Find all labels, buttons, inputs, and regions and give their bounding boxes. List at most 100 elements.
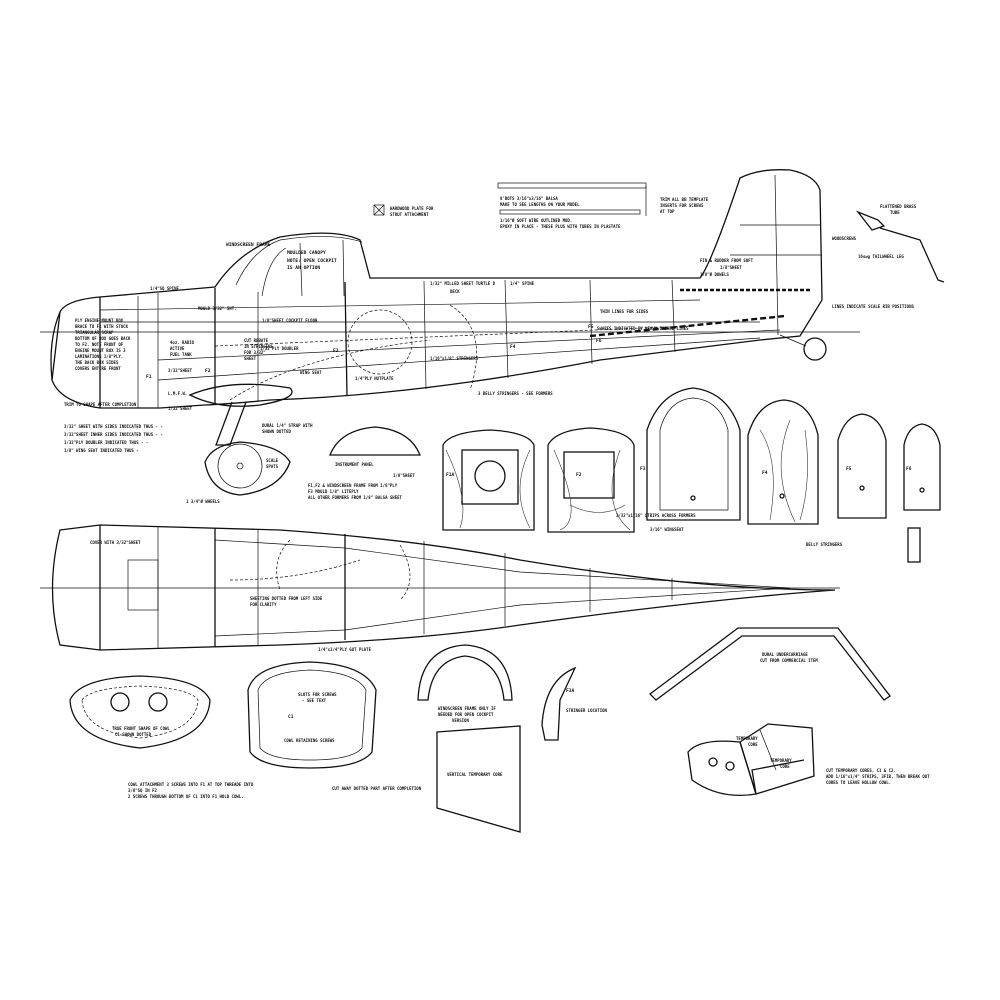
cowl-attach-note-3: 2 SCREWS THROUGH BOTTOM OF C1 INTO F1 HO… (128, 794, 244, 799)
ply-mount-note-9: COVERS ENTIRE FRONT (75, 366, 121, 371)
hardwood-plate-label: HARDWOOD PLATE FOR (390, 206, 434, 211)
temp-core-label-4: CORE (780, 764, 790, 769)
f1-side-label: F1 (146, 374, 152, 380)
cut-cores-note-1: CUT TEMPORARY CORES, C1 & C2. (826, 768, 896, 773)
flattened-brass-label-2: TUBE (890, 210, 900, 215)
cockpit-floor-label: 1/8"SHEET COCKPIT FLOOR (262, 318, 318, 323)
template-note-2: INSERTS FOR SCREWS (660, 203, 704, 208)
flattened-brass-label: FLATTENED BRASS (880, 204, 917, 209)
temp-core-label-2: CORE (748, 742, 758, 747)
radio-note-3: FUEL TANK (170, 352, 192, 357)
instrument-panel-label: INSTRUMENT PANEL (335, 462, 374, 467)
ply-mount-note-2: BRACE TO F1 WITH STOCK (75, 324, 129, 329)
tailwheel-label: 16swg TAILWHEEL LEG (858, 254, 904, 259)
balsa-strips-detail: 8'BOTS 3/16"x3/16" BALSA MAKE TO SEE LEN… (497, 182, 709, 229)
former-f1a: F1A (442, 429, 535, 531)
ply-doubler-label: 1/32"PLY DOUBLER (260, 346, 299, 351)
f6-label: F6 (906, 466, 912, 472)
slots-screws-label-2: - SEE TEXT (302, 698, 327, 703)
instrument-panel: INSTRUMENT PANEL 1/8"SHEET F1,F2 & WINDS… (308, 426, 421, 500)
fuselage-top-view: COVER WITH 3/32"SHEET SHEETING DOTTED FR… (40, 524, 840, 652)
f2-side-label: F2 (205, 368, 211, 374)
sheet-316-label: 1/8"SHEET (393, 473, 415, 478)
balsa-strips-label-2: MAKE TO SEE LENGTHS ON YOUR MODEL (500, 202, 580, 207)
dural-undercarriage: DURAL UNDERCARRIAGE CUT FROM COMMERCIAL … (649, 627, 891, 701)
scale-spats-label: SCALE (266, 458, 279, 463)
dural-strap-label-2: SHOWN DOTTED (262, 429, 291, 434)
cut-cores-note-2: ADD 1/16"x1/4" STRIPS, 3FIB, THEN BREAK … (826, 774, 930, 779)
ply-gut-plate-label: 1/4"x1/4"PLY GUT PLATE (318, 647, 372, 652)
soft-wire-label: 1/16"Ø SOFT WIRE OUTLINED MOD. (500, 218, 572, 223)
cut-rebate-note-4: SHEET (244, 356, 257, 361)
f3-side-label: F3 (333, 348, 339, 354)
cowl-attach-note-1: COWL ATTACHMENT 3 SCREWS INTO F1 AT TOP … (128, 782, 254, 787)
former-f6: F6 (903, 423, 941, 563)
fuselage-side-view: WINDSCREEN FRAME MOULDED CANOPY NOTE: OP… (40, 169, 914, 411)
cut-rebate-note: CUT REBATE (244, 338, 269, 343)
ply-mount-note-3: TRIANGULAR SCRAP (75, 330, 114, 335)
vertical-temp-core-label: VERTICAL TEMPORARY CORE (447, 772, 503, 777)
legend-line-1: 3/32" SHEET WITH SIDES INDICATED THUS - … (64, 424, 163, 429)
shelf-label: MOULD 3/32" SHT. (198, 306, 237, 311)
cut-rebate-note-2: IN STRINGERS (244, 344, 273, 349)
grain-strips-label: 3/32"x1/16" STRIPS ACROSS FORMERS (616, 513, 696, 518)
tailwheel-leg-detail: FLATTENED BRASS TUBE WOODSCREWS 16swg TA… (832, 204, 945, 283)
windscreen-only-label: WINDSCREEN FRAME ONLY IF (438, 706, 496, 711)
milled-sheet-label: 1/32" MILLED SHEET TURTLE D (430, 281, 496, 286)
moulded-canopy-label-2: NOTE: OPEN COCKPIT (287, 258, 337, 264)
sheeting-dotted-label: SHEETING DOTTED FROM LEFT SIDE (250, 596, 323, 601)
dowels-label: 1/8"Ø DOWELS (700, 272, 729, 277)
temporary-cores-assembly: TEMPORARY CORE TEMPORARY CORE CUT TEMPOR… (687, 723, 930, 797)
stringer-location-detail: F3A STRINGER LOCATION (541, 666, 608, 741)
formers-note-3: ALL OTHER FORMERS FROM 1/8" BALSA SHEET (308, 495, 403, 500)
dural-uc-label: DURAL UNDERCARRIAGE (762, 652, 808, 657)
temp-core-label-1: TEMPORARY (736, 736, 758, 741)
cover-sheet-label: COVER WITH 3/32"SHEET (90, 540, 141, 545)
f3-label: F3 (640, 466, 646, 472)
wing-seat-label: WING SEAT (300, 370, 322, 375)
milled-sheet-label-2: DECK (450, 289, 460, 294)
former-f4: F4 (747, 399, 819, 525)
spine-label: 1/4"SQ SPINE (150, 286, 179, 291)
cowl-attach-note-2: 3/8"SQ IN F2 (128, 788, 157, 793)
vertical-temporary-core: VERTICAL TEMPORARY CORE (436, 725, 521, 833)
scale-spats-label-2: SPATS (266, 464, 279, 469)
sheeting-legend: 3/32" SHEET WITH SIDES INDICATED THUS - … (64, 424, 163, 453)
ply-mount-note-7: LAMINATIONS 1/8"PLY. (75, 354, 123, 359)
lmfw-label: L.M.F.W. (168, 391, 187, 396)
strut-attachment-label: STRUT ATTACHMENT (390, 212, 429, 217)
radio-note: 4oz. RADIO (170, 340, 195, 345)
f1a-label: F1A (446, 472, 455, 478)
slots-screws-label: SLOTS FOR SCREWS (298, 692, 337, 697)
f5-side-label: F5 (588, 324, 594, 330)
quarter-spine-label: 1/4" SPINE (510, 281, 535, 286)
f5-label: F5 (846, 466, 852, 472)
legend-line-3: 1/32"PLY DOUBLER INDICATED THUS - - (64, 440, 148, 445)
dural-strap-label: DURAL 1/4" STRAP WITH (262, 423, 313, 428)
cowl-retaining-label: COWL RETAINING SCREWS (284, 738, 335, 743)
trim-shape-label: TRIM TO SHAPE AFTER COMPLETION (64, 402, 137, 407)
formers-note-1: F1,F2 & WINDSCREEN FRAME FROM 1/8"PLY (308, 483, 398, 488)
sheeting-dotted-label-2: FOR CLARITY (250, 602, 277, 607)
hardwood-plate-note: HARDWOOD PLATE FOR STRUT ATTACHMENT (373, 204, 434, 217)
heavy-dashed-label: SHAPES INDICATED BY HEAVY DASHED LINES (597, 326, 689, 331)
former-f2: F2 (547, 427, 635, 533)
sheet-332-label: 3/32"SHEET (168, 368, 193, 373)
cut-cores-note-3: CORES TO LEAVE HOLLOW COWL. (826, 780, 891, 785)
temp-core-label-3: TEMPORARY (770, 758, 792, 763)
stringer-location-label: STRINGER LOCATION (566, 708, 608, 713)
woodscrews-label: WOODSCREWS (832, 236, 857, 241)
moulded-canopy-label-3: IS AN OPTION (287, 265, 320, 271)
dural-uc-label-2: CUT FROM COMMERCIAL ITEM (760, 658, 818, 663)
template-note: TRIM ALL BB TEMPLATE (660, 197, 709, 202)
thin-lines-label: THIN LINES FOR SIDES (600, 309, 649, 314)
wing-seat-2-label: 3/16" WINGSEAT (650, 527, 684, 532)
ply-mount-note-8: THE BACK BOX SIDES (75, 360, 119, 365)
moulded-canopy-label: MOULDED CANOPY (287, 250, 326, 256)
windscreen-frame-label: WINDSCREEN FRAME (226, 242, 270, 248)
f3a-label: F3A (566, 688, 575, 694)
template-note-3: AT TOP (660, 209, 675, 214)
f4-side-label: F4 (510, 344, 516, 350)
former-f5: F5 (837, 413, 887, 519)
undercarriage-side-detail: DURAL 1/4" STRAP WITH SHOWN DOTTED SCALE… (186, 401, 313, 504)
